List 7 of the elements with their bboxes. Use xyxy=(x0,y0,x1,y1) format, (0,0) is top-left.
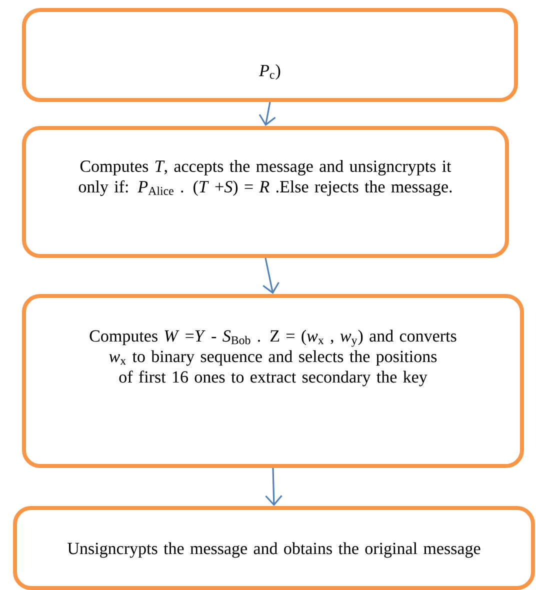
process-box: Unsigncrypts the message and obtains the original message xyxy=(13,506,535,590)
process-box: Computes W =Y - S$_{Bob}$ . Z = (w$_{x}$ , w$_{y}$) and converts w$_{x}$ to binary sequence and selects the positions of first 16 ones to extract secondary the key xyxy=(22,294,524,468)
arrow xyxy=(258,102,276,126)
process-box: Computes T, accepts the message and unsigncrypts it only if: P$_{Alice}$ . (T +S) = R .Else rejects the message. xyxy=(22,126,509,258)
arrow xyxy=(265,468,282,506)
process-box: P$_{c}$) xyxy=(22,8,518,102)
arrow xyxy=(262,258,280,294)
